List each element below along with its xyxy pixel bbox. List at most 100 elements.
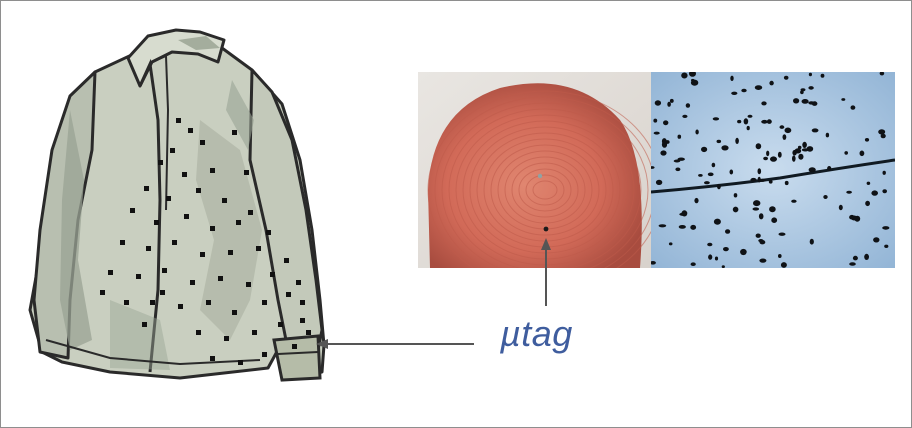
- fiber-microtag-dot: [793, 98, 799, 103]
- jacket-microtag-dot: [262, 352, 267, 357]
- fiber-microtag-dot: [690, 225, 696, 230]
- jacket-microtag-dot: [184, 214, 189, 219]
- fiber-microtag-dot: [826, 133, 829, 138]
- fiber-microtag-dot: [791, 200, 796, 203]
- fiber-microtag-dot: [802, 142, 807, 148]
- fiber-microtag-dot: [785, 128, 792, 134]
- jacket-microtag-dot: [188, 128, 193, 133]
- fiber-microtag-dot: [759, 259, 766, 263]
- fiber-microtag-dot: [694, 198, 698, 203]
- fiber-microtag-dot: [763, 157, 768, 160]
- jacket-microtag-dot: [300, 300, 305, 305]
- fiber-microtag-dot: [770, 156, 777, 161]
- fiber-microtag-dot: [792, 155, 796, 161]
- fiber-microtag-dot: [810, 239, 814, 245]
- fiber-microtag-dot: [865, 138, 869, 142]
- jacket-microtag-dot: [266, 230, 271, 235]
- jacket-microtag-dot: [124, 300, 129, 305]
- fiber-microtag-dot: [733, 207, 739, 213]
- fiber-microtag-dot: [808, 101, 814, 104]
- fiber-microtag-dot: [681, 73, 687, 79]
- jacket-microtag-dot: [142, 322, 147, 327]
- jacket-microtag-dot: [100, 290, 105, 295]
- fiber-microtag-dot: [734, 193, 738, 197]
- fiber-microtag-dot: [748, 115, 753, 118]
- fiber-microtag-dot: [750, 178, 756, 182]
- fiber-microtag-dot: [730, 76, 733, 81]
- fiber-microtag-dot: [802, 99, 809, 104]
- jacket-icon: [30, 30, 324, 380]
- jacket-microtag-dot: [210, 356, 215, 361]
- jacket-microtag-dot: [232, 130, 237, 135]
- fiber-microtag-dot: [735, 138, 739, 144]
- fiber-microtag-dot: [871, 190, 878, 195]
- jacket-microtag-dot: [238, 360, 243, 365]
- jacket-microtag-dot: [278, 322, 283, 327]
- fiber-microtag-dot: [884, 245, 888, 248]
- fiber-microtag-dot: [880, 71, 885, 75]
- jacket-microtag-dot: [146, 246, 151, 251]
- jacket-microtag-dot: [196, 330, 201, 335]
- fiber-microtag-dot: [715, 257, 718, 261]
- jacket-microtag-dot: [270, 272, 275, 277]
- fiber-microtag-dot: [758, 168, 762, 174]
- jacket-microtag-dot: [228, 250, 233, 255]
- fiber-microtag-dot: [689, 70, 696, 76]
- fiber-microtag-dot: [656, 180, 662, 185]
- jacket-microtag-dot: [218, 276, 223, 281]
- fiber-microtag-dot: [808, 86, 813, 90]
- fiber-microtag-dot: [783, 134, 787, 140]
- fingertip-photo: [418, 72, 662, 289]
- fiber-microtag-dot: [771, 217, 777, 223]
- microtag-label: µtag: [500, 316, 573, 352]
- fiber-microtag-dot: [682, 210, 688, 216]
- fiber-microtag-dot: [707, 243, 712, 247]
- jacket-microtag-dot: [252, 330, 257, 335]
- fiber-microtag-dot: [669, 242, 673, 245]
- fiber-microtag-dot: [653, 119, 657, 123]
- fiber-microtag-dot: [660, 150, 666, 155]
- microtags-on-fiber-photo: [649, 70, 895, 268]
- fiber-microtag-dot: [741, 89, 746, 93]
- jacket-microtag-dot: [150, 300, 155, 305]
- fiber-microtag-dot: [717, 140, 722, 143]
- fiber-microtag-dot: [800, 90, 804, 94]
- jacket-microtag-dot: [154, 220, 159, 225]
- jacket-microtag-dot: [130, 208, 135, 213]
- jacket-microtag-dot: [244, 170, 249, 175]
- fiber-microtag-dot: [802, 148, 809, 151]
- jacket-microtag-dot: [200, 252, 205, 257]
- fiber-microtag-dot: [882, 226, 889, 230]
- jacket-microtag-dot: [162, 268, 167, 273]
- fiber-microtag-dot: [865, 201, 870, 206]
- fiber-microtag-dot: [753, 207, 760, 210]
- fiber-microtag-dot: [758, 239, 763, 242]
- fiber-microtag-dot: [781, 262, 787, 268]
- jacket-microtag-dot: [136, 274, 141, 279]
- fiber-microtag-dot: [761, 120, 768, 124]
- fiber-microtag-dot: [682, 115, 687, 118]
- fiber-microtag-dot: [853, 256, 858, 261]
- fiber-microtag-dot: [691, 79, 695, 82]
- fiber-microtag-dot: [844, 151, 848, 155]
- fiber-microtag-dot: [851, 216, 857, 221]
- fiber-microtag-dot: [674, 160, 681, 163]
- jacket-microtag-dot: [206, 300, 211, 305]
- jacket-microtag-dot: [306, 330, 311, 335]
- fiber-microtag-dot: [731, 92, 737, 95]
- fiber-microtag-dot: [798, 146, 802, 149]
- jacket-microtag-dot: [144, 186, 149, 191]
- fiber-microtag-dot: [779, 233, 786, 236]
- fiber-microtag-dot: [691, 262, 696, 266]
- fiber-microtag-dot: [769, 180, 773, 184]
- jacket-microtag-dot: [248, 210, 253, 215]
- fiber-microtag-dot: [758, 177, 761, 183]
- jacket-microtag-dot: [222, 198, 227, 203]
- fiber-microtag-dot: [747, 126, 750, 130]
- fiber-microtag-dot: [663, 120, 668, 125]
- jacket-microtag-dot: [200, 140, 205, 145]
- fiber-microtag-dot: [882, 189, 887, 193]
- fiber-microtag-dot: [708, 254, 712, 259]
